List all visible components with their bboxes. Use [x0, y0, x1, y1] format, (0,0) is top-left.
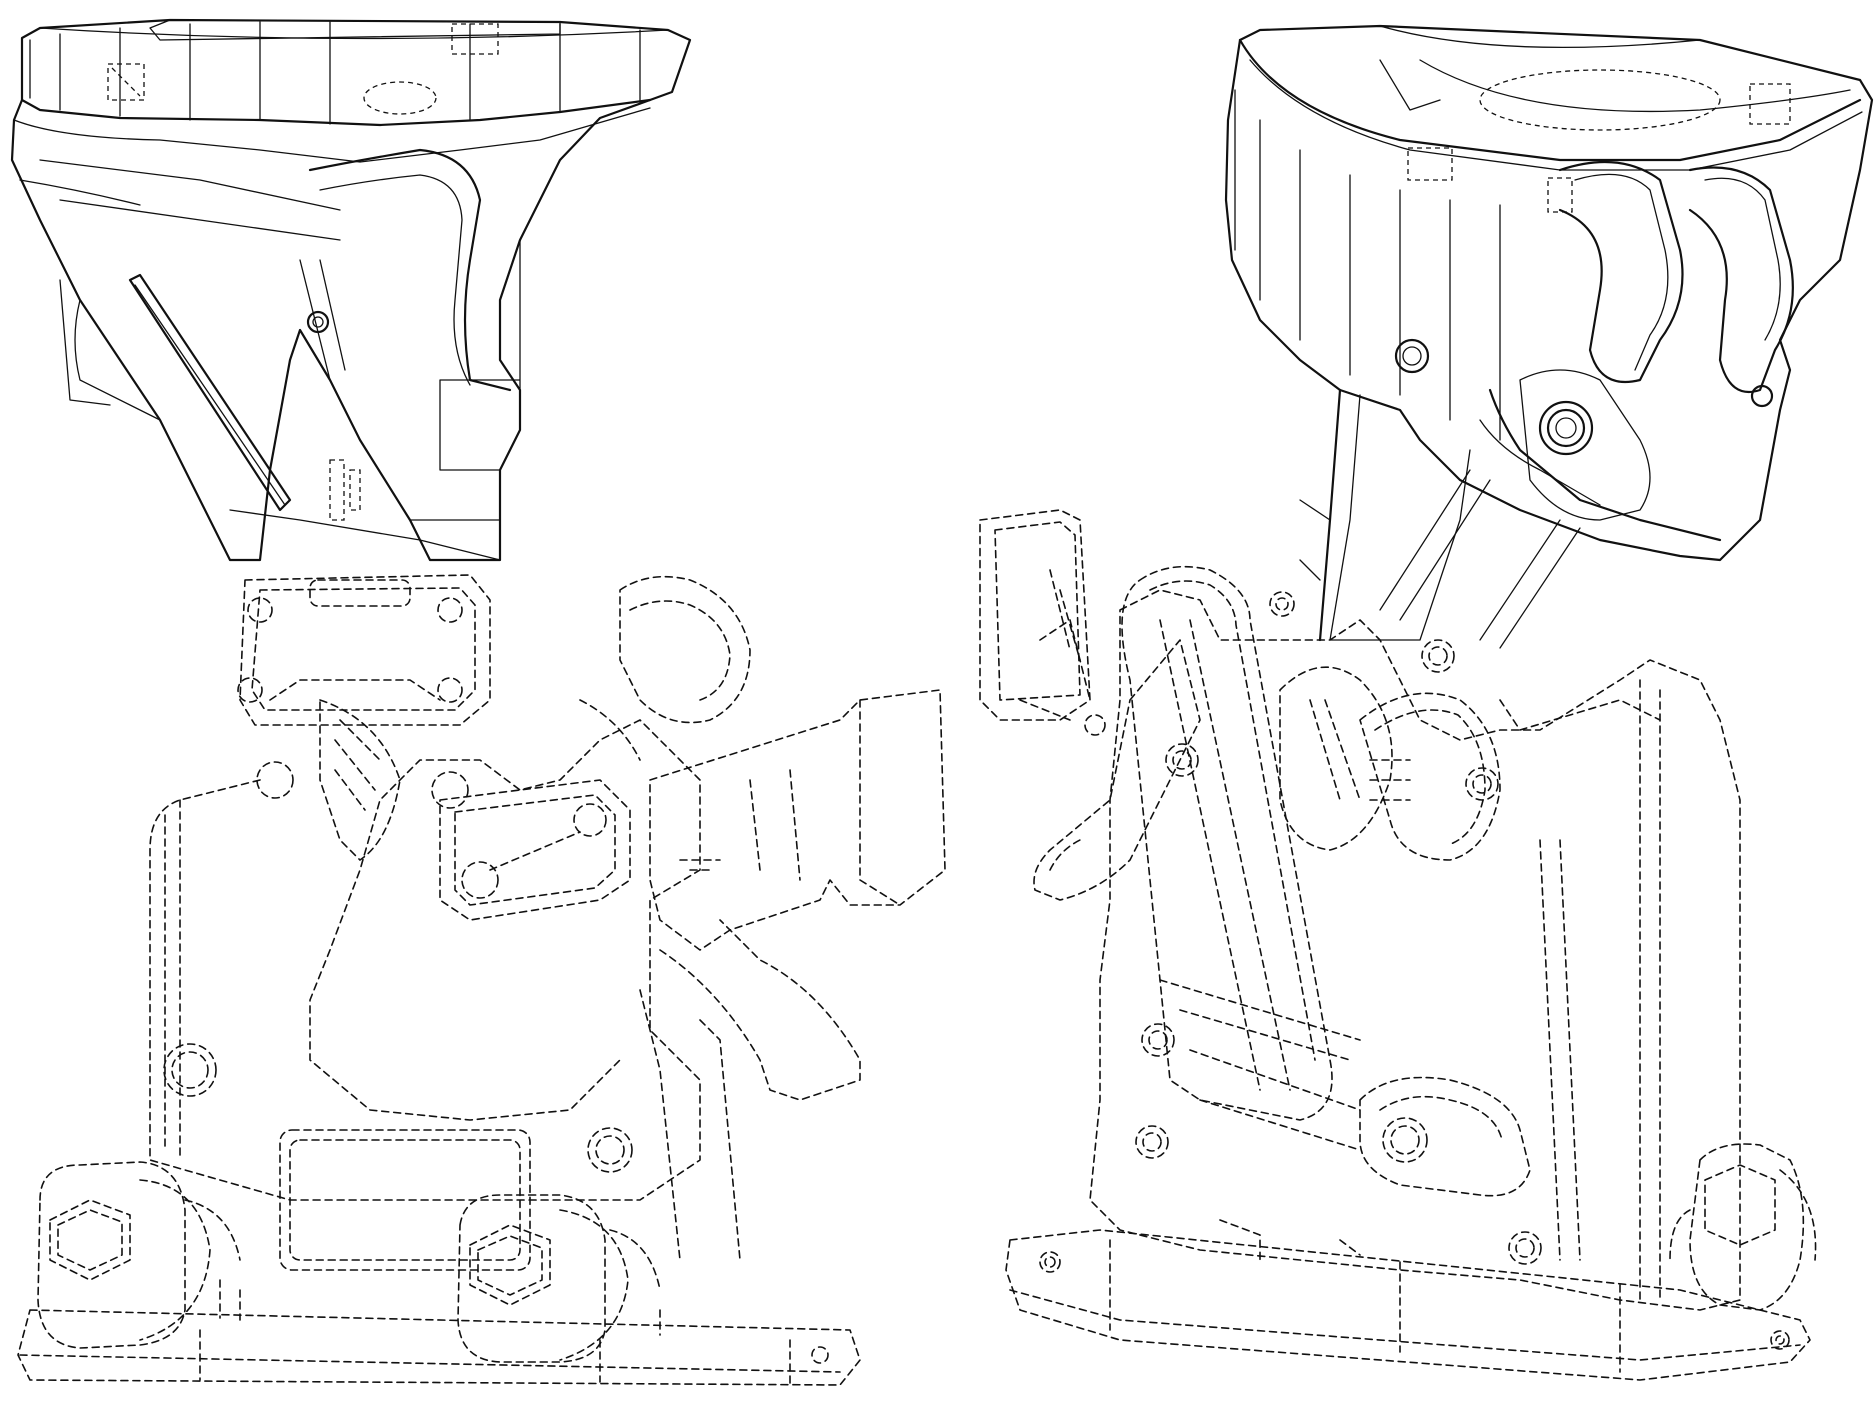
right-view-mount — [980, 26, 1872, 1380]
left-view-mount — [12, 20, 945, 1385]
right-hopper-marks — [1396, 70, 1790, 454]
right-hopper — [1226, 26, 1872, 648]
left-mechanism — [18, 575, 945, 1385]
left-hopper — [12, 20, 690, 560]
